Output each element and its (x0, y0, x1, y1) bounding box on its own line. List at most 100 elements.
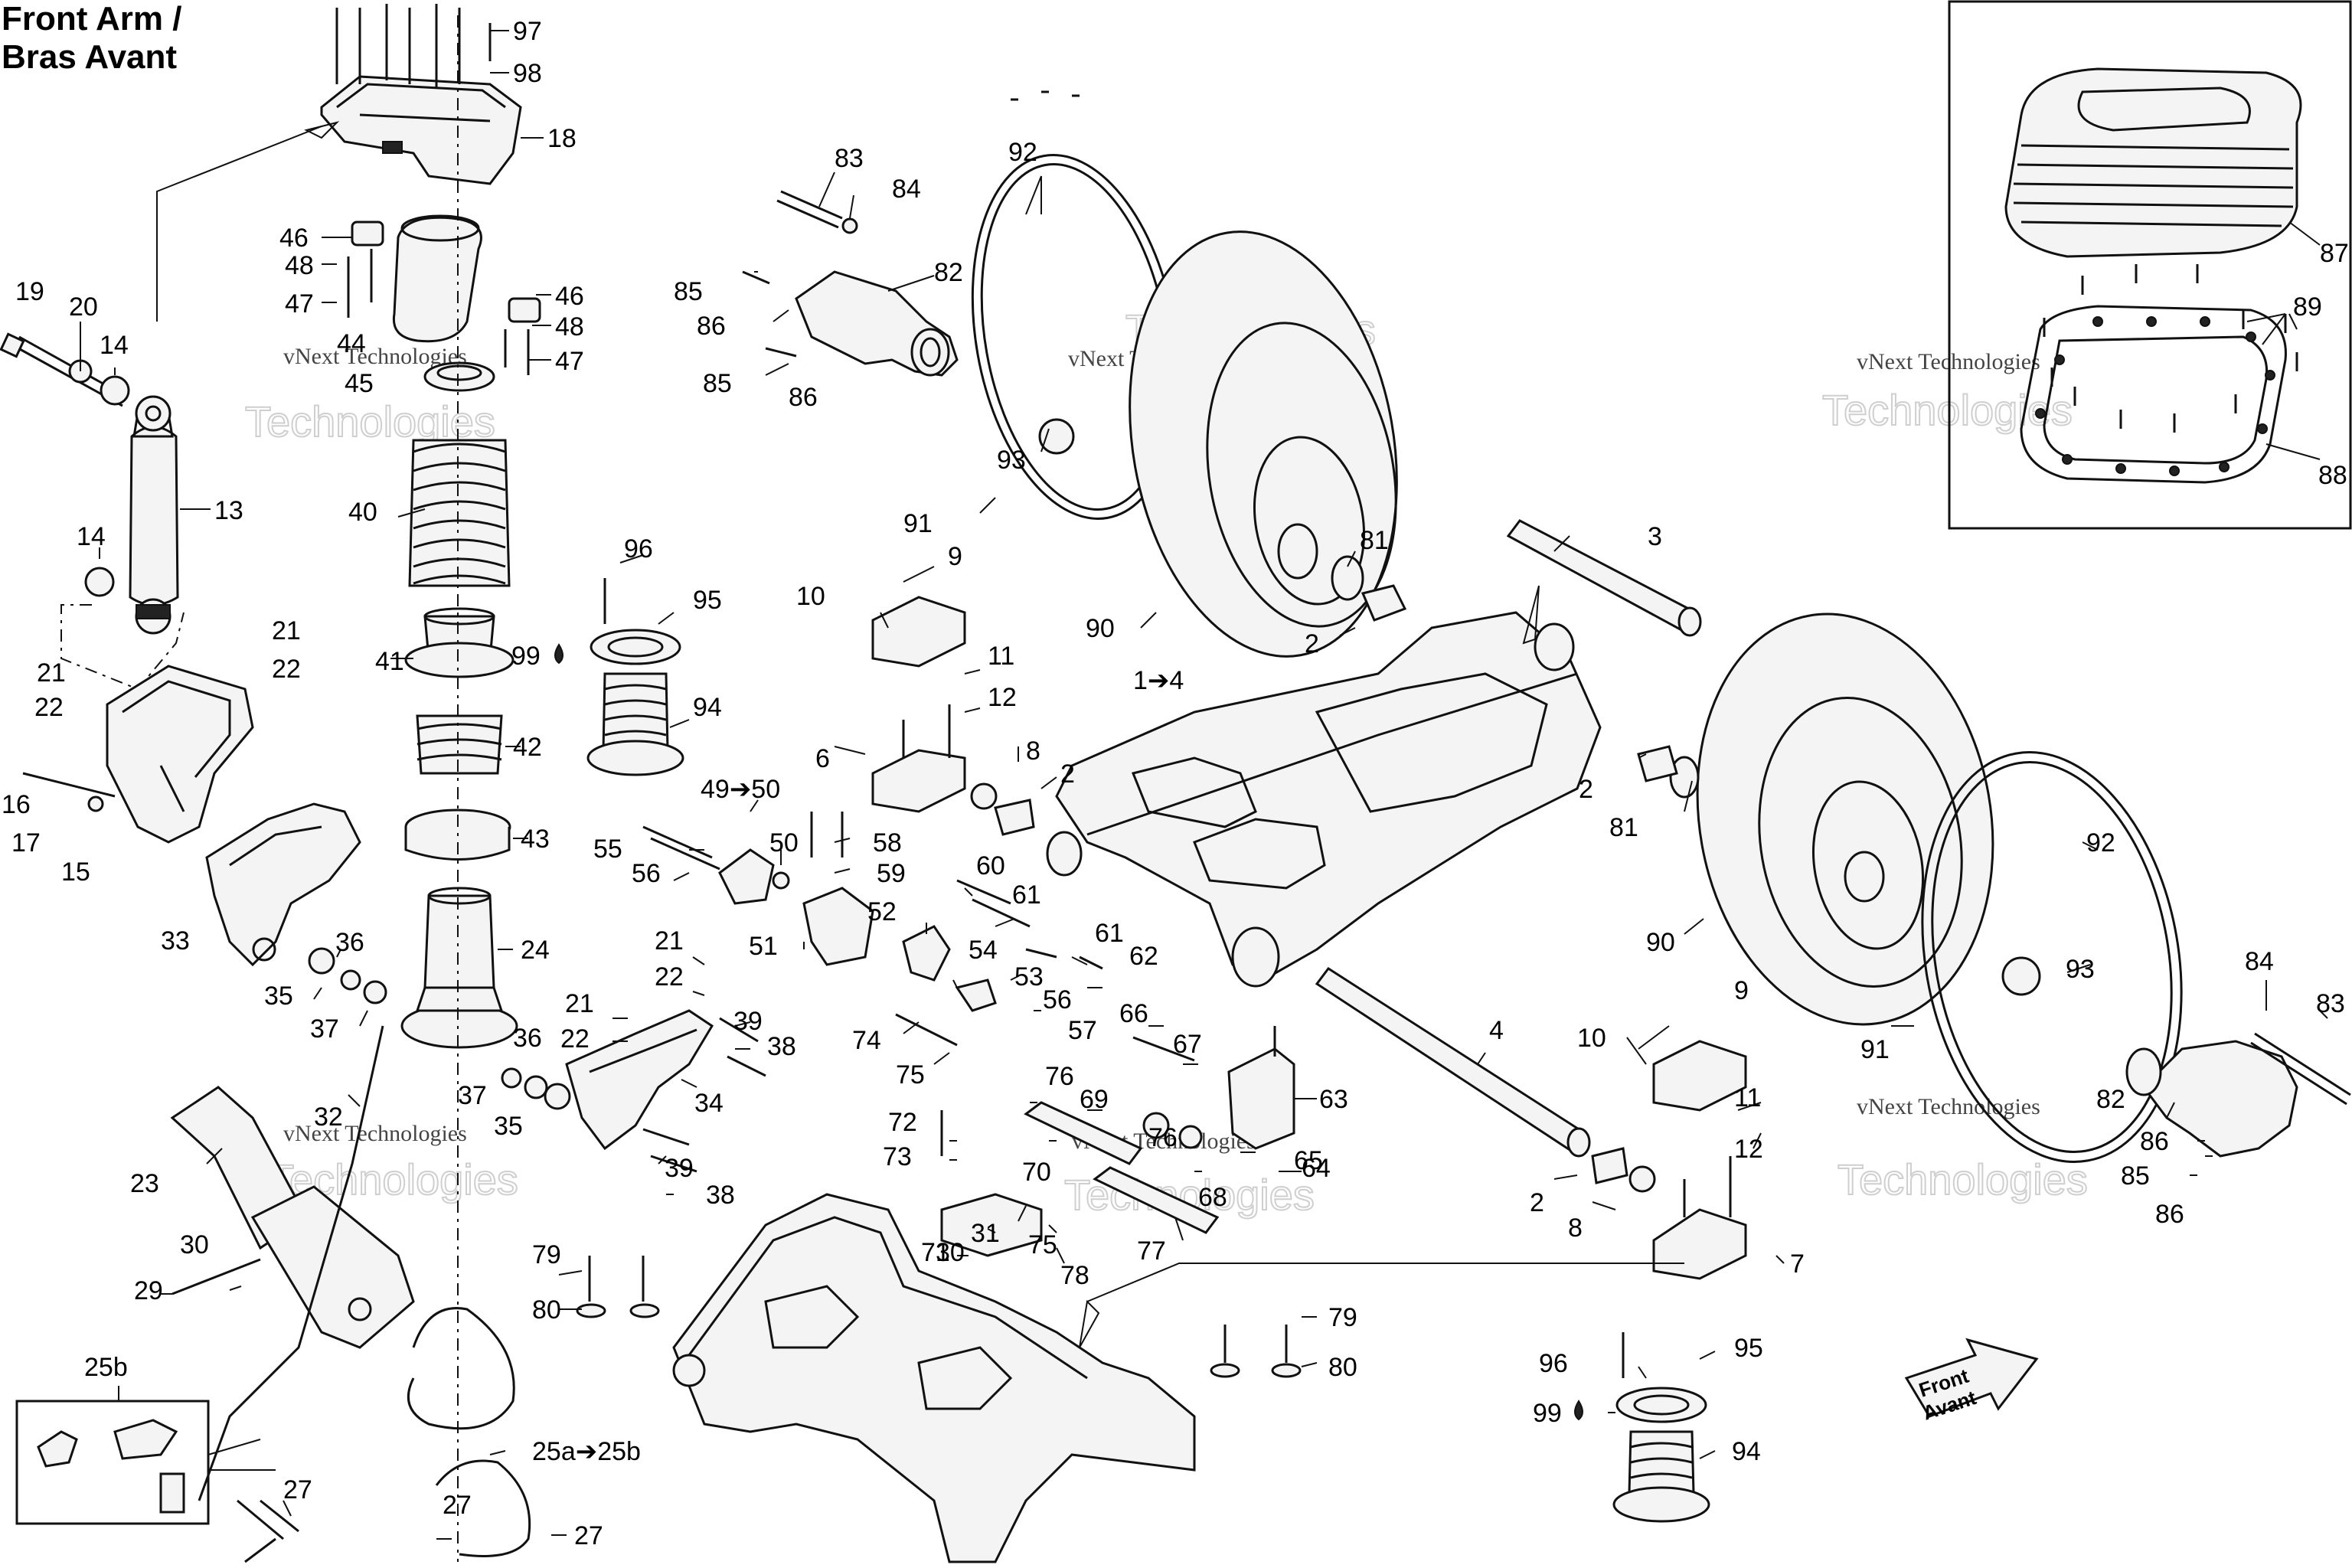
callout-30: 30 (936, 1238, 965, 1267)
callout-51: 51 (749, 932, 778, 961)
watermark-text: vNext Technologies (1857, 1094, 2040, 1119)
callout-85: 85 (703, 369, 732, 398)
callout-48: 48 (555, 312, 584, 341)
lever-cluster-51-52 (642, 812, 1103, 1012)
callout-93: 93 (2066, 955, 2095, 984)
bracket-71 (940, 1193, 1043, 1257)
callout-9: 9 (1734, 976, 1749, 1005)
callout-27: 27 (443, 1491, 472, 1520)
callout-80: 80 (1328, 1353, 1357, 1382)
callout-90: 90 (1646, 928, 1675, 957)
spring-guide-41 (404, 607, 514, 678)
callout-21: 21 (565, 989, 594, 1018)
cable-27 (435, 1459, 531, 1557)
callout-79: 79 (1328, 1303, 1357, 1332)
callout-39: 39 (665, 1154, 694, 1183)
callout-21: 21 (272, 616, 301, 645)
callout-95: 95 (1734, 1334, 1763, 1363)
callout-18: 18 (547, 124, 577, 153)
bolts-39-38 (719, 1017, 766, 1077)
callout-38: 38 (767, 1032, 796, 1061)
cap-93 (1038, 418, 1075, 455)
washer-17 (87, 795, 104, 812)
callout-53: 53 (1014, 962, 1044, 991)
cap-93 (2001, 956, 2041, 996)
seal-8 (970, 782, 998, 810)
top-mount-18 (320, 4, 522, 185)
callout-93: 93 (997, 446, 1026, 475)
guide-24 (400, 887, 518, 1049)
callout-32: 32 (314, 1102, 343, 1132)
bushings-36-37 (501, 1067, 571, 1110)
callout-1-4: 1➔4 (1133, 666, 1184, 695)
callout-77: 77 (1137, 1236, 1166, 1266)
callout-58: 58 (873, 828, 902, 858)
pivot-bracket-33 (205, 802, 361, 967)
stopper-94-95-lower (1612, 1332, 1710, 1523)
callout-42: 42 (513, 733, 542, 762)
screws-89 (2043, 264, 2298, 433)
swing-arm-1-4 (1046, 611, 1602, 988)
callout-85: 85 (2121, 1161, 2150, 1191)
callout-55: 55 (593, 835, 622, 864)
axle-4 (1315, 966, 1591, 1158)
callout-29: 29 (134, 1276, 163, 1305)
callout-75: 75 (896, 1060, 925, 1089)
callout-70: 70 (1022, 1158, 1051, 1187)
callout-21: 21 (655, 926, 684, 956)
callout-56: 56 (1043, 985, 1072, 1014)
callout-labels: 97 98 18 46 48 47 46 48 47 44 45 19 20 1… (2, 17, 2349, 1550)
callout-11: 11 (988, 642, 1014, 671)
callout-47: 47 (285, 289, 314, 318)
callout-64: 64 (1302, 1154, 1331, 1183)
callout-80: 80 (532, 1295, 561, 1325)
idler-63 (1132, 1026, 1295, 1150)
callout-23: 23 (130, 1169, 159, 1198)
clips-27 (237, 1499, 299, 1563)
bracket-46 (347, 220, 541, 375)
callout-14: 14 (77, 522, 106, 551)
callout-89: 89 (2293, 292, 2322, 322)
bushing-14 (100, 375, 130, 406)
callout-75: 75 (1028, 1230, 1057, 1259)
callout-13: 13 (214, 496, 243, 525)
watermark-tech: Technologies (245, 397, 495, 446)
callout-38: 38 (706, 1181, 735, 1210)
callout-2: 2 (1060, 760, 1075, 789)
callout-36: 36 (335, 928, 364, 957)
watermark-tech: Technologies (1822, 386, 2073, 434)
callout-8: 8 (1026, 737, 1040, 766)
callout-87: 87 (2320, 239, 2349, 268)
callout-86: 86 (789, 383, 818, 412)
callout-86: 86 (2140, 1127, 2169, 1156)
callout-54: 54 (969, 936, 998, 965)
callout-24: 24 (521, 936, 550, 965)
callout-81: 81 (1360, 526, 1389, 555)
wheel-90-upper (1129, 230, 1398, 658)
callout-17: 17 (11, 828, 41, 858)
spring-40 (408, 439, 511, 587)
callout-9: 9 (948, 542, 962, 571)
callout-7: 7 (1790, 1250, 1805, 1279)
callout-22: 22 (272, 655, 301, 684)
cable-25a (407, 1307, 515, 1430)
callout-48: 48 (285, 251, 314, 280)
bushing-2 (1361, 584, 1407, 622)
callout-36: 36 (513, 1024, 542, 1053)
callout-11: 11 (1734, 1083, 1761, 1112)
callout-69: 69 (1080, 1085, 1109, 1114)
title-english: Front Arm / (2, 0, 182, 38)
bellows-cover-87 (2004, 67, 2302, 258)
callout-2: 2 (1305, 629, 1319, 658)
callout-44: 44 (337, 329, 366, 358)
callout-22: 22 (34, 693, 64, 722)
callout-2: 2 (1530, 1188, 1544, 1217)
callout-45: 45 (345, 369, 374, 398)
callout-85: 85 (674, 277, 703, 306)
callout-73: 73 (883, 1142, 912, 1171)
callout-61: 61 (1095, 919, 1124, 948)
callout-10: 10 (1577, 1024, 1606, 1053)
callout-66: 66 (1119, 999, 1148, 1028)
gasket-88 (2020, 305, 2287, 484)
pedestal-6 (871, 596, 966, 813)
